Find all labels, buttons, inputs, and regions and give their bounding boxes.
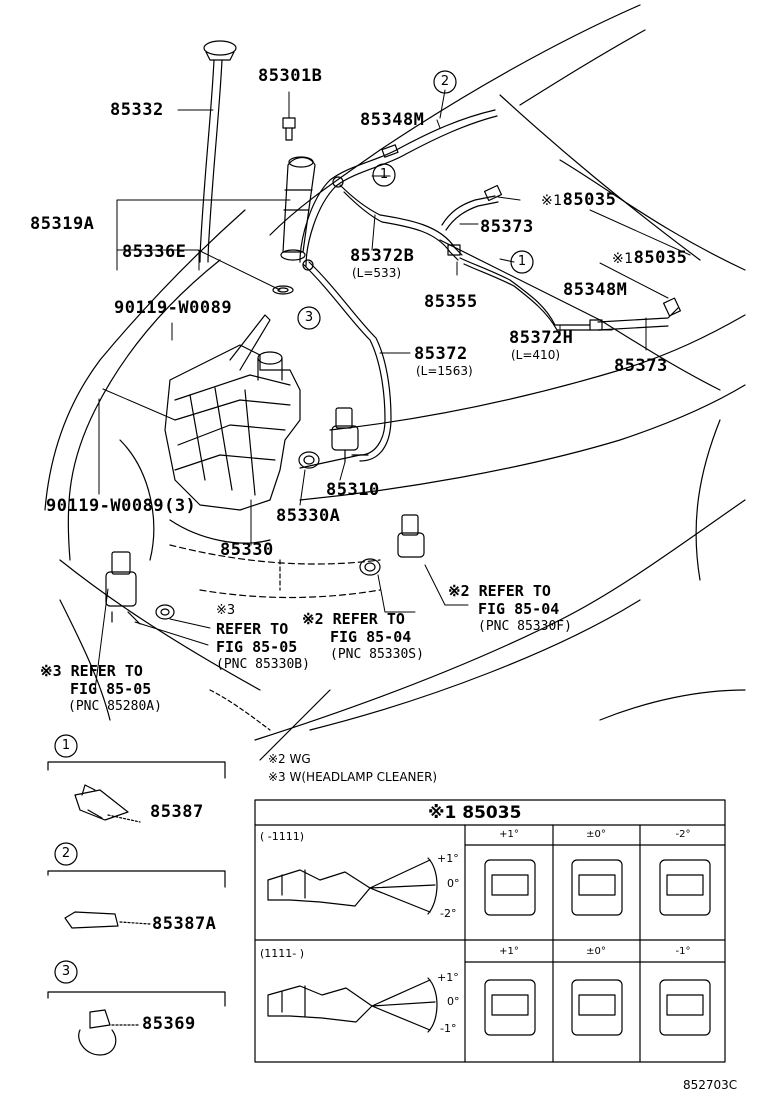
- inlet-85319a: [272, 156, 316, 295]
- ref-note-85330b: ※3 REFER TO FIG 85-05 (PNC 85330B): [216, 602, 310, 674]
- table-row2-header-1: +1°: [499, 946, 519, 957]
- pump-85310: [105, 407, 425, 625]
- callout-2-top: 2: [440, 74, 450, 89]
- row2-angle-up: +1°: [437, 971, 459, 984]
- part-85319a: 85319A: [30, 214, 95, 234]
- part-85310: 85310: [326, 480, 380, 500]
- row2-angle-zero: 0°: [447, 995, 460, 1008]
- legend-headlamp-cleaner: ※3 W(HEADLAMP CLEANER): [268, 770, 438, 784]
- ref-note-85330f-line3: (PNC 85330F): [478, 619, 572, 634]
- bolt-85301b: [282, 117, 296, 141]
- ref-note-85330s-line1: ※2 REFER TO: [302, 610, 405, 628]
- figure-code: 852703C: [683, 1078, 738, 1092]
- part-90119-w0089: 90119-W0089: [114, 298, 233, 318]
- callout-1-right: 1: [517, 254, 527, 269]
- part-85373-a: 85373: [480, 217, 534, 237]
- part-85336e: 85336E: [122, 242, 187, 262]
- part-85035-b: ※185035: [612, 248, 687, 268]
- leader-lines: [94, 89, 691, 691]
- part-85372: 85372: [414, 344, 468, 364]
- legend-callout-2: 2: [61, 846, 71, 861]
- part-85330a: 85330A: [276, 506, 341, 526]
- part-85372b-length: (L=533): [352, 266, 402, 280]
- table-row2-range: (1111- ): [260, 947, 305, 960]
- part-85372h-length: (L=410): [511, 348, 561, 362]
- table-row1-header-1: +1°: [499, 829, 519, 840]
- mark-1: ※1: [541, 193, 563, 209]
- nozzle-table: [254, 799, 726, 1063]
- ref-note-85280a-line2: FIG 85-05: [70, 680, 152, 698]
- body-outline: [44, 4, 746, 761]
- row1-angle-up: +1°: [437, 852, 459, 865]
- part-85372b: 85372B: [350, 246, 415, 266]
- part-85330: 85330: [220, 540, 274, 560]
- callout-1-left: 1: [379, 167, 389, 182]
- clip-legend: [47, 761, 226, 1056]
- table-row1-header-3: -2°: [675, 829, 691, 840]
- part-85035-b-num: 85035: [633, 248, 688, 268]
- ref-note-85330b-line1: ※3: [216, 603, 236, 618]
- part-85035-a: ※185035: [541, 190, 616, 210]
- part-85372h: 85372H: [509, 328, 574, 348]
- filler-neck-85332: [199, 40, 237, 263]
- ref-note-85330b-line3: FIG 85-05: [216, 638, 298, 656]
- part-85355: 85355: [424, 292, 478, 312]
- part-85332: 85332: [110, 100, 164, 120]
- ref-note-85280a-line3: (PNC 85280A): [68, 699, 162, 714]
- ref-note-85330s-line2: FIG 85-04: [330, 628, 412, 646]
- callout-3: 3: [304, 310, 314, 325]
- table-row2-header-3: -1°: [675, 946, 691, 957]
- part-85348m-b: 85348M: [563, 280, 628, 300]
- part-85373-b: 85373: [614, 356, 668, 376]
- ref-note-85330f-line2: FIG 85-04: [478, 600, 560, 618]
- ref-note-85330f-line1: ※2 REFER TO: [448, 582, 551, 600]
- row1-angle-down: -2°: [440, 907, 457, 920]
- part-85387: 85387: [150, 802, 204, 822]
- ref-note-85330f: ※2 REFER TO FIG 85-04 (PNC 85330F): [448, 582, 572, 636]
- ref-note-85330b-line2: REFER TO: [216, 620, 289, 638]
- washer-tank-85330: [164, 314, 301, 544]
- mark-1b: ※1: [612, 251, 634, 267]
- hose-clips: [302, 144, 681, 331]
- part-85372-length: (L=1563): [416, 364, 473, 378]
- table-row1-header-2: ±0°: [586, 829, 606, 840]
- ref-note-85280a-line1: ※3 REFER TO: [40, 662, 143, 680]
- row1-angle-zero: 0°: [447, 877, 460, 890]
- legend-wg: ※2 WG: [268, 752, 311, 766]
- part-85348m-top: 85348M: [360, 110, 425, 130]
- part-85301b: 85301B: [258, 66, 323, 86]
- table-row1-range: ( -1111): [260, 830, 305, 843]
- ref-note-85330s: ※2 REFER TO FIG 85-04 (PNC 85330S): [302, 610, 424, 664]
- hoses: [299, 109, 679, 469]
- part-85035-a-num: 85035: [562, 190, 617, 210]
- part-90119-w0089-3: 90119-W0089(3): [46, 496, 197, 516]
- ref-note-85330b-line4: (PNC 85330B): [216, 657, 310, 672]
- table-row2-header-2: ±0°: [586, 946, 606, 957]
- part-85387a: 85387A: [152, 914, 217, 934]
- row2-angle-down: -1°: [440, 1022, 457, 1035]
- part-85369: 85369: [142, 1014, 196, 1034]
- ref-note-85280a: ※3 REFER TO FIG 85-05 (PNC 85280A): [40, 662, 162, 716]
- ref-note-85330s-line3: (PNC 85330S): [330, 647, 424, 662]
- table-title: ※1 85035: [428, 803, 522, 823]
- legend-callout-1: 1: [61, 738, 71, 753]
- callout-circles: [54, 70, 534, 984]
- legend-callout-3: 3: [61, 964, 71, 979]
